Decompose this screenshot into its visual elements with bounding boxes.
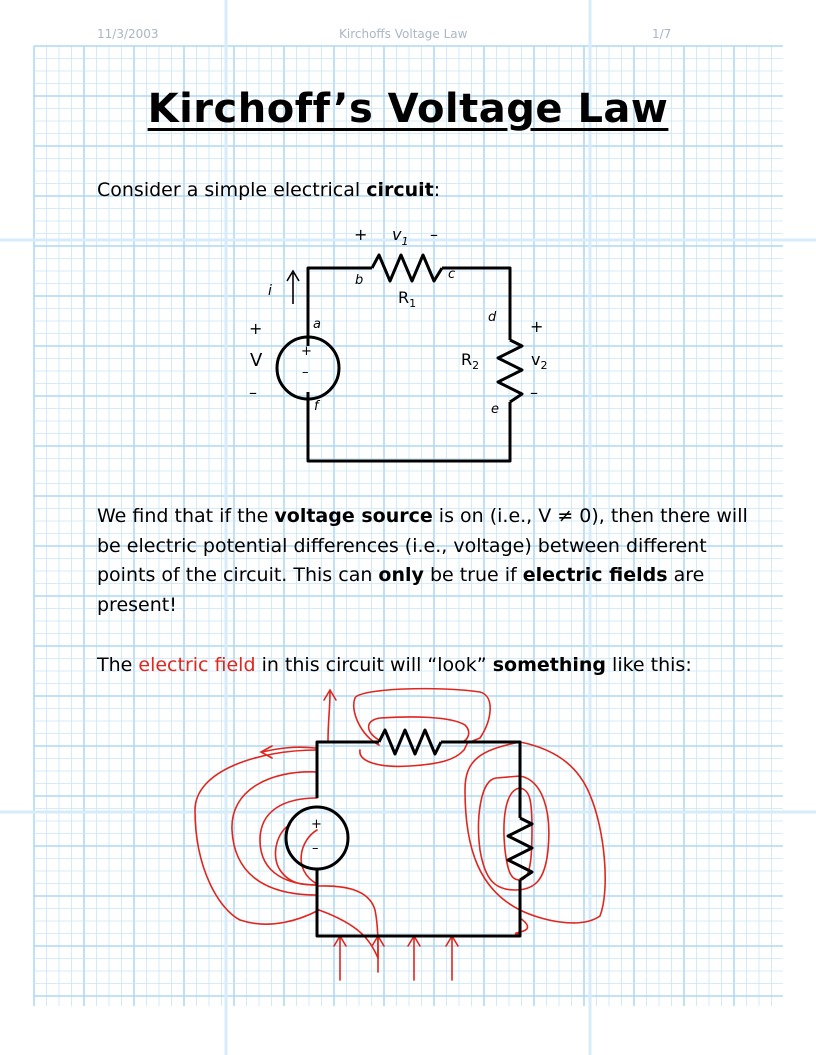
source-minus-sign: – bbox=[302, 365, 309, 380]
intro-bold-circuit: circuit bbox=[366, 179, 434, 201]
label-node-f: f bbox=[314, 399, 321, 414]
field-resistor-right bbox=[506, 816, 534, 882]
label-minus-top: – bbox=[430, 225, 438, 244]
field-source-minus: – bbox=[312, 841, 319, 856]
field-voltage-source bbox=[284, 805, 350, 871]
simple-circuit-diagram: + v1 – i a b c d e f R1 R2 + – + V – + v… bbox=[249, 225, 547, 463]
field-paragraph: The electric field in this circuit will … bbox=[97, 654, 692, 676]
label-node-a: a bbox=[313, 317, 321, 332]
intro-text: Consider a simple electrical bbox=[97, 179, 367, 201]
label-left-minus: – bbox=[249, 383, 257, 402]
field-wire-bottom bbox=[315, 870, 522, 938]
wire-bottom bbox=[306, 392, 512, 463]
label-node-c: c bbox=[448, 267, 455, 282]
label-right-plus: + bbox=[530, 317, 543, 336]
label-left-plus: + bbox=[249, 319, 262, 338]
field-wire-top-right bbox=[441, 740, 522, 818]
intro-paragraph: Consider a simple electrical circuit: bbox=[97, 176, 757, 206]
intro-end: : bbox=[433, 179, 441, 201]
resistor-r2 bbox=[496, 338, 524, 404]
source-plus-sign: + bbox=[301, 344, 312, 359]
header-date: 11/3/2003 bbox=[97, 27, 159, 41]
label-current-i: i bbox=[268, 283, 272, 299]
resistor-r1 bbox=[370, 253, 444, 283]
label-node-e: e bbox=[491, 402, 499, 417]
current-arrow-icon bbox=[286, 269, 300, 304]
field-wire-left-top bbox=[315, 740, 379, 798]
label-r1: R1 bbox=[398, 288, 416, 310]
label-r2: R2 bbox=[461, 350, 479, 372]
label-v2: v2 bbox=[531, 350, 547, 372]
voltage-source bbox=[275, 335, 341, 401]
label-node-b: b bbox=[355, 273, 363, 288]
header-page-number: 1/7 bbox=[652, 27, 672, 41]
page-title: Kirchoff’s Voltage Law bbox=[147, 86, 669, 132]
field-source-plus: + bbox=[311, 817, 322, 832]
label-v1: v1 bbox=[392, 225, 408, 248]
header-title: Kirchoffs Voltage Law bbox=[339, 27, 468, 41]
wire-top-right bbox=[442, 266, 512, 340]
voltage-paragraph: We find that if the voltage source is on… bbox=[97, 505, 748, 616]
label-right-minus: – bbox=[530, 383, 538, 402]
label-plus-top: + bbox=[354, 225, 367, 244]
label-source-v: V bbox=[250, 350, 263, 371]
electric-field-diagram: + – bbox=[194, 687, 606, 981]
electric-field-lines bbox=[194, 687, 606, 981]
label-node-d: d bbox=[488, 310, 497, 325]
field-resistor-top bbox=[377, 728, 443, 756]
wire-left-top bbox=[306, 266, 372, 346]
